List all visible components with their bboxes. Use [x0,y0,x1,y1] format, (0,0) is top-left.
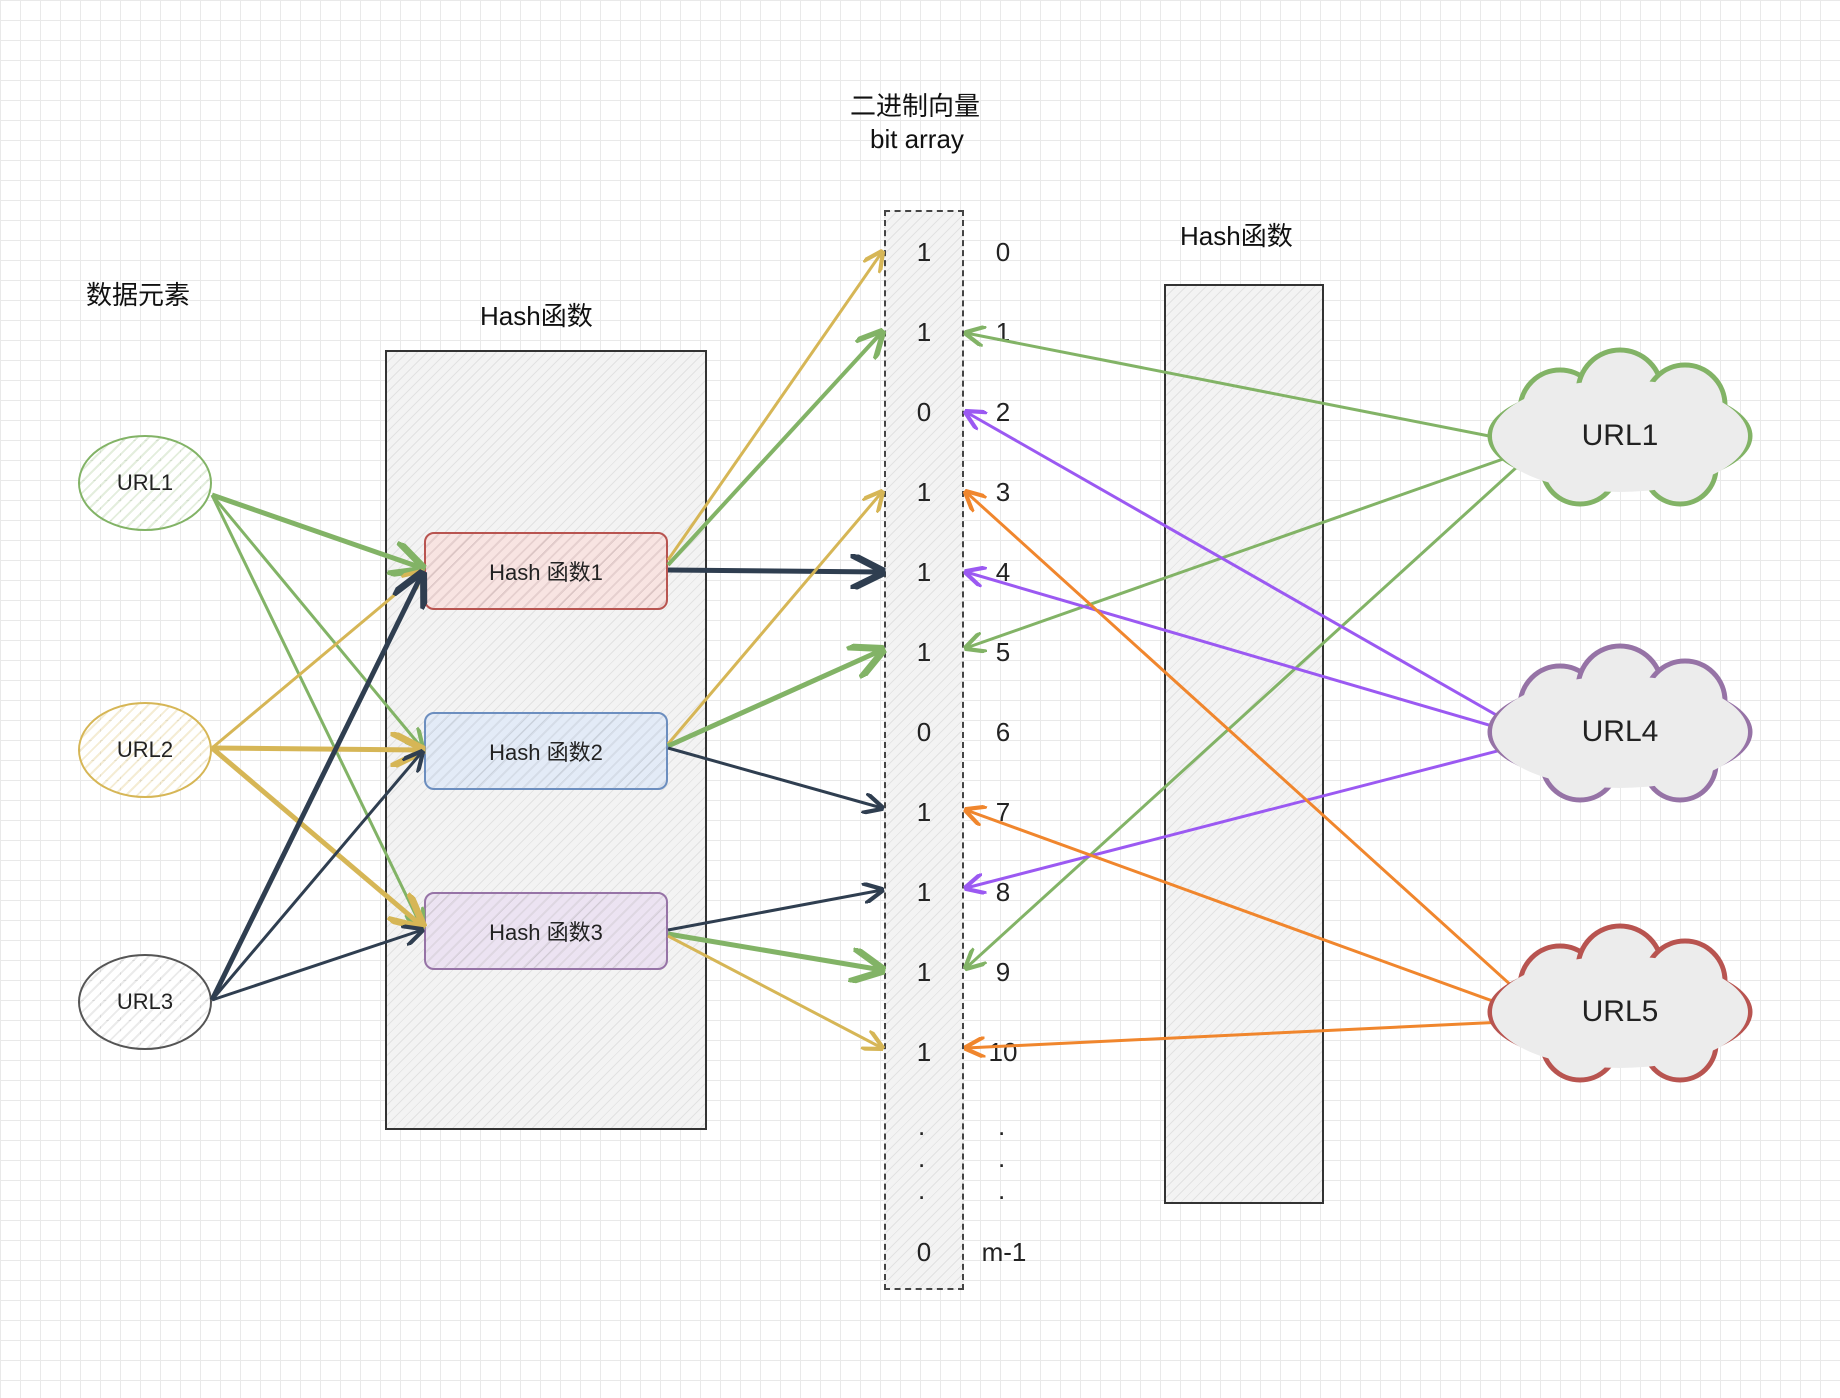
bit-index-6: 6 [995,716,1011,747]
bit-cell-7: 1 [916,796,932,827]
bit-index-3: 3 [995,476,1011,507]
arrow-hash2-bit5 [666,650,882,749]
left-url3-node: URL3 [78,954,212,1050]
bit-cell-8: 1 [916,876,932,907]
hash-functions-left-title: Hash函数 [480,301,593,331]
bit-index-7: 7 [995,796,1011,827]
bit-index-10: 10 [988,1036,1018,1067]
bit-cell-10: 1 [916,1036,932,1067]
arrow-url3-hash1 [209,574,422,1002]
arrow-rurl4-bit8 [966,738,1541,888]
bit-cell-ellipsis: . . . [918,1111,926,1205]
left-url1-node: URL1 [78,435,212,531]
bit-array-column [884,210,964,1290]
bit-index-9: 9 [995,956,1011,987]
arrow-url2-hash1 [211,572,422,750]
hash-functions-right-title: Hash函数 [1180,221,1293,251]
right-url4-label: URL4 [1581,715,1659,748]
arrow-hash3-bit9 [667,931,882,970]
right-url1-label: URL1 [1581,419,1659,452]
bit-cell-last: 0 [916,1236,932,1267]
arrow-hash2-bit7 [667,746,882,808]
arrow-rurl5-bit7 [966,810,1546,1022]
arrow-rurl1-bit9 [966,444,1542,968]
arrow-hash1-bit4 [667,570,882,572]
bit-index-last: m-1 [981,1236,1027,1267]
bit-index-4: 4 [995,556,1011,587]
bit-index-ellipsis: . . . [998,1111,1006,1205]
hash-function-3: Hash 函数3 [424,892,668,970]
arrow-hash1-bit1 [666,332,882,567]
arrow-url3-hash3 [211,930,422,1002]
right-url5-label: URL5 [1581,995,1659,1028]
arrow-url1-hash1 [211,492,422,568]
bit-cell-5: 1 [916,636,932,667]
arrow-url2-hash3 [210,746,422,926]
hash-function-2: Hash 函数2 [424,712,668,790]
arrow-rurl1-bit5 [966,444,1541,648]
bit-cell-6: 0 [916,716,932,747]
bit-index-8: 8 [995,876,1011,907]
cloud-url5-fill [1492,956,1748,1068]
bit-cell-2: 0 [916,396,932,427]
bit-cell-0: 1 [916,236,932,267]
bit-cell-9: 1 [916,956,932,987]
arrow-url1-hash2 [210,494,422,748]
bit-array-title-cn: 二进制向量 [850,91,981,121]
bit-cell-3: 1 [916,476,932,507]
arrow-hash3-bit10 [667,934,882,1048]
bit-index-0: 0 [995,236,1011,267]
data-elements-title: 数据元素 [86,280,191,310]
arrow-rurl1-bit1 [966,333,1541,448]
arrow-hash3-bit8 [667,890,882,932]
arrow-hash1-bit0 [666,252,882,561]
left-url2-node: URL2 [78,702,212,798]
arrow-rurl4-bit4 [966,572,1541,742]
arrow-url2-hash2 [211,748,422,750]
bit-array-title-en: bit array [870,124,964,154]
arrow-url1-hash3 [210,494,422,928]
arrow-rurl5-bit10 [966,1018,1546,1048]
arrow-rurl5-bit3 [966,492,1547,1018]
arrow-rurl4-bit2 [966,412,1541,742]
bit-index-2: 2 [995,396,1011,427]
bit-cell-1: 1 [916,316,932,347]
cloud-url1-fill [1492,380,1748,492]
bit-index-5: 5 [995,636,1011,667]
cloud-url4-fill [1492,676,1748,788]
hash-function-1: Hash 函数1 [424,532,668,610]
arrow-hash2-bit3 [666,492,882,745]
arrow-url3-hash2 [210,752,422,1001]
bit-cell-4: 1 [916,556,932,587]
